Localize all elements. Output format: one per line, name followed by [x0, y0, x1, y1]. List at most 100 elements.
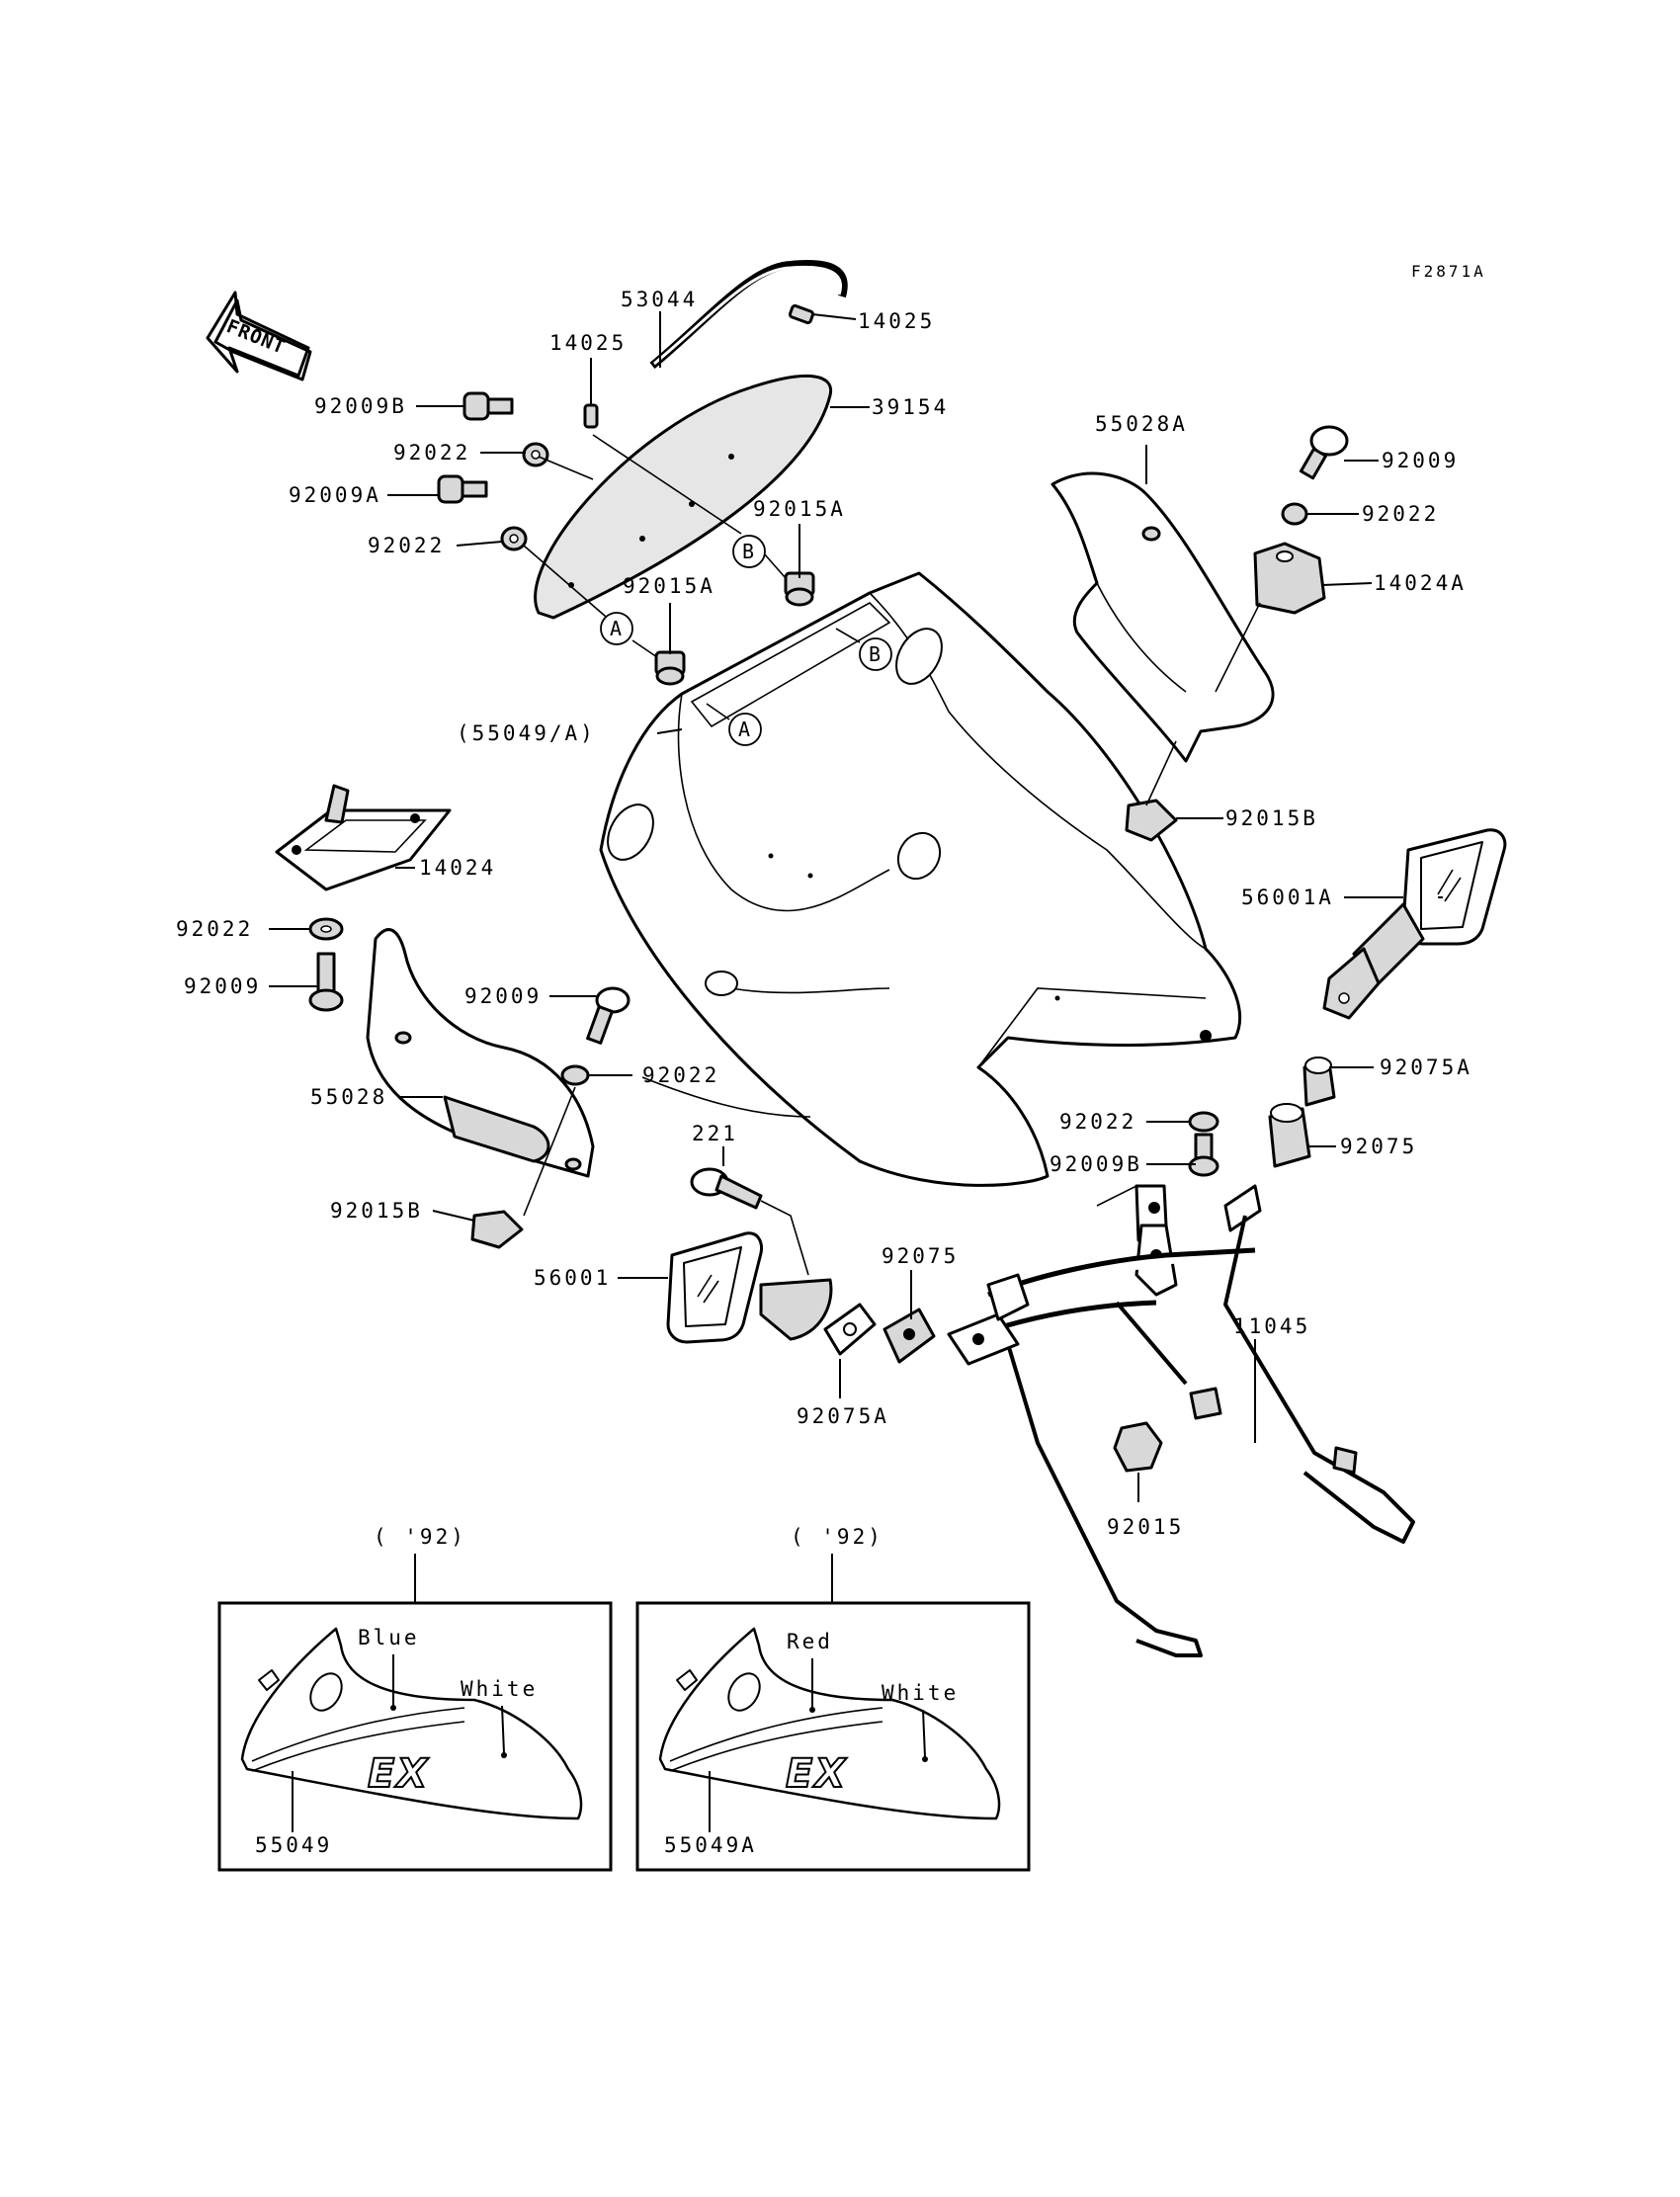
- label-92022-a: 92022: [393, 441, 470, 465]
- spacer-92075-right: [1268, 1103, 1311, 1168]
- leader-windshield-b: [592, 434, 742, 535]
- label-92015B-left: 92015B: [330, 1199, 423, 1223]
- bolt-92009B-right: [1188, 1133, 1219, 1177]
- leader-lines: [269, 311, 1443, 1502]
- nut-92015B-left: [470, 1210, 524, 1249]
- inset-left-year: ( '92): [374, 1525, 466, 1549]
- clip-14025-left: [583, 403, 599, 429]
- label-92075A-mid: 92075A: [797, 1404, 889, 1428]
- inset-right: ( '92) EX Red White 55049A: [635, 1525, 1031, 1872]
- plate-92075-mid: [882, 1308, 936, 1364]
- callout-b-top: B: [732, 535, 766, 568]
- nut-92015B-right: [1125, 799, 1178, 842]
- screw-221: [690, 1167, 763, 1210]
- figure-code: F2871A: [1411, 262, 1486, 281]
- leader-windshield-a: [538, 456, 594, 480]
- leader-a-cowl: [706, 703, 730, 720]
- washer-92022-mid: [560, 1064, 590, 1086]
- label-92022-right: 92022: [1059, 1110, 1136, 1134]
- label-92009-mid: 92009: [464, 984, 542, 1008]
- label-92009B-top: 92009B: [314, 394, 407, 418]
- washer-92022-left-hole: [320, 925, 332, 933]
- label-92009A: 92009A: [289, 483, 381, 507]
- callout-a-top: A: [600, 612, 633, 645]
- mirror-56001: [666, 1231, 833, 1344]
- inset-right-color2: White: [882, 1681, 959, 1705]
- label-55049-A: (55049/A): [457, 721, 596, 745]
- inset-left-color2: White: [461, 1677, 538, 1701]
- label-14025-right: 14025: [858, 309, 935, 333]
- inset-right-part: 55049A: [664, 1833, 757, 1857]
- washer-92022-a-hole: [531, 450, 541, 460]
- label-92009-topright: 92009: [1382, 449, 1459, 472]
- nut-92015: [1113, 1421, 1163, 1473]
- grommet-92015A-left: [654, 650, 686, 686]
- inset-left-color1: Blue: [358, 1626, 420, 1649]
- leader-b-cowl: [835, 628, 861, 643]
- inner-panel-55028: [366, 928, 595, 1178]
- label-92015: 92015: [1107, 1515, 1184, 1539]
- label-55028: 55028: [310, 1085, 387, 1109]
- clip-14025-right: [788, 303, 815, 325]
- label-92022-b: 92022: [368, 534, 445, 557]
- label-92009-left: 92009: [184, 974, 261, 998]
- label-55028A: 55028A: [1095, 412, 1188, 436]
- windshield-39154: [534, 375, 833, 620]
- svg-text:A: A: [738, 718, 750, 741]
- inset-right-ex-logo: EX: [786, 1751, 847, 1797]
- bolt-92009A: [437, 474, 488, 504]
- label-92022-mid: 92022: [642, 1063, 719, 1087]
- bolt-92009-mid: [586, 986, 630, 1045]
- label-39154: 39154: [872, 395, 949, 419]
- leader-a-grommet: [631, 639, 658, 658]
- label-56001A: 56001A: [1241, 886, 1334, 909]
- inset-left-part: 55049: [255, 1833, 332, 1857]
- label-92015A-right: 92015A: [753, 497, 846, 521]
- bolt-92009-left: [308, 952, 344, 1012]
- label-221: 221: [692, 1122, 738, 1145]
- label-92022-topright: 92022: [1362, 502, 1439, 526]
- svg-text:B: B: [869, 642, 881, 666]
- inner-panel-55028A: [1050, 471, 1275, 763]
- label-92075-right: 92075: [1340, 1135, 1417, 1158]
- label-92015B-right: 92015B: [1225, 806, 1318, 830]
- leader-14024A-panel: [1215, 602, 1261, 693]
- label-92022-left: 92022: [176, 917, 253, 941]
- label-14025-left: 14025: [549, 331, 627, 355]
- bolt-92009B-top: [462, 391, 514, 421]
- callout-b-cowl: B: [859, 637, 892, 671]
- label-56001: 56001: [534, 1266, 611, 1290]
- washer-92022-right: [1188, 1111, 1219, 1133]
- label-14024A: 14024A: [1374, 571, 1467, 595]
- spacer-92075A-right: [1302, 1056, 1336, 1107]
- svg-text:A: A: [610, 617, 622, 640]
- bracket-14024: [275, 784, 452, 891]
- label-14024: 14024: [419, 856, 496, 880]
- label-92015A-left: 92015A: [623, 574, 715, 598]
- leader-92022-mid-panel: [523, 1086, 576, 1217]
- washer-92022-topright: [1281, 502, 1308, 526]
- callout-a-cowl: A: [728, 713, 762, 746]
- label-11045: 11045: [1233, 1314, 1310, 1338]
- bracket-14024A: [1253, 542, 1326, 615]
- label-92075A-right: 92075A: [1380, 1056, 1472, 1079]
- inset-left: ( '92) EX Blue White 55049: [217, 1525, 613, 1872]
- mirror-56001A: [1322, 828, 1507, 1020]
- inset-left-ex-logo: EX: [368, 1751, 429, 1797]
- inset-right-color1: Red: [787, 1630, 833, 1653]
- trim-53044-inner: [653, 265, 842, 366]
- plate-92075A-mid: [823, 1303, 877, 1356]
- stay-bracket-11045: [947, 1184, 1415, 1657]
- leader-221-mirror: [760, 1200, 809, 1276]
- label-53044: 53044: [621, 288, 698, 311]
- bolt-92009-topright: [1299, 425, 1349, 480]
- inset-right-year: ( '92): [791, 1525, 883, 1549]
- leader-b-grommet: [763, 552, 787, 579]
- leader-92015B-panel: [1145, 740, 1177, 806]
- label-92009B-right: 92009B: [1050, 1152, 1142, 1176]
- svg-text:B: B: [742, 540, 754, 563]
- washer-92022-b-hole: [509, 534, 519, 544]
- label-92075-mid: 92075: [882, 1244, 959, 1268]
- front-arrow-icon: FRONT: [206, 291, 312, 381]
